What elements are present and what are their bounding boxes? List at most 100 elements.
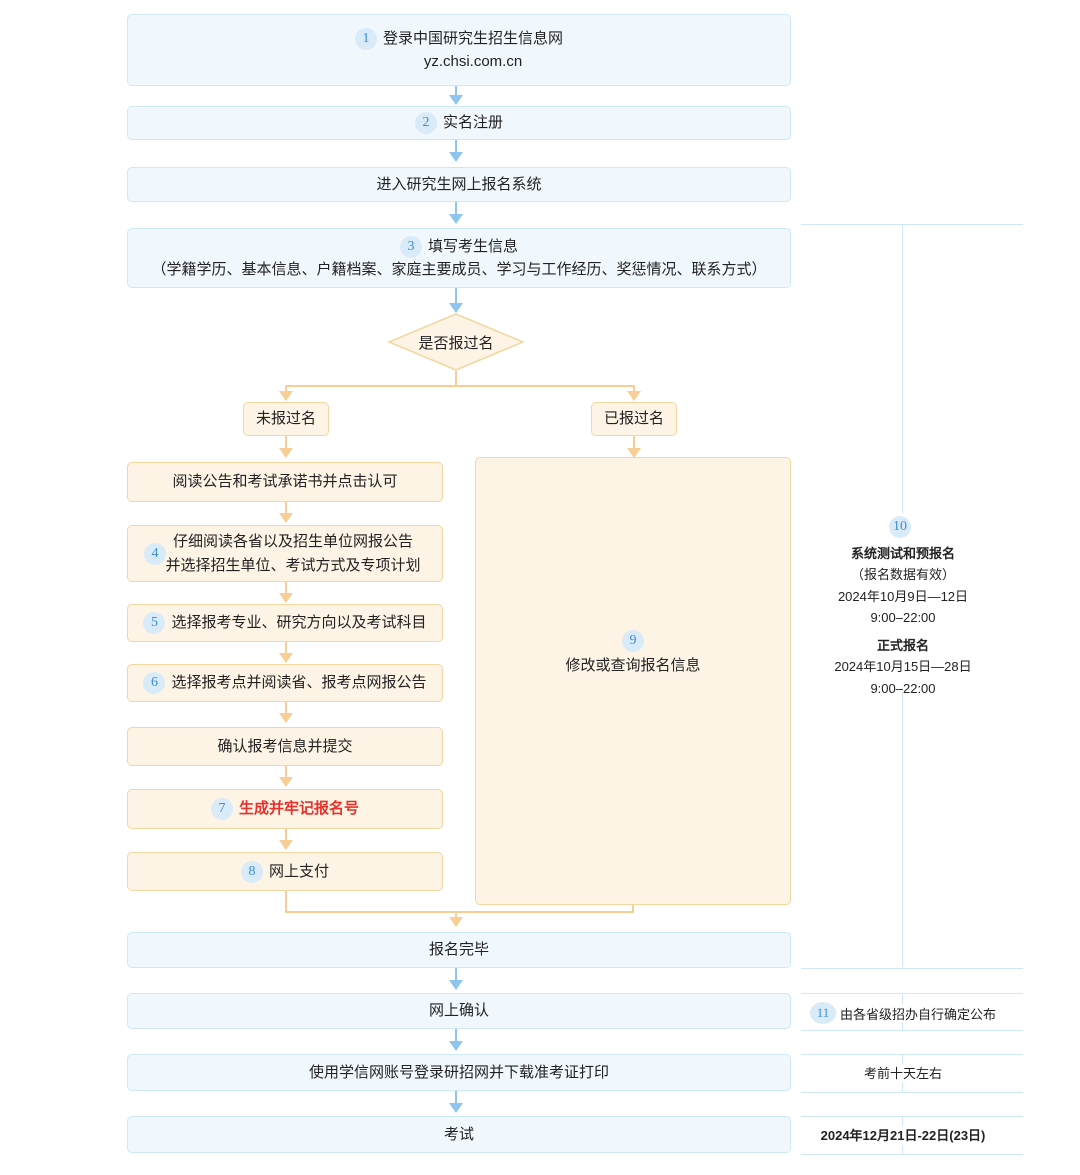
node-decision-label: 是否报过名	[418, 334, 494, 352]
node-step-5-content: 5 选择报考专业、研究方向以及考试科目	[133, 611, 436, 635]
connector-step5-step6	[285, 642, 287, 655]
node-step-5-label: 选择报考专业、研究方向以及考试科目	[171, 614, 427, 632]
node-step-4-line1: 仔细阅读各省以及招生单位网报公告	[172, 533, 413, 551]
badge-6: 6	[143, 672, 166, 695]
connector-step8-merge	[285, 891, 287, 913]
node-step-2-content: 2 实名注册	[405, 111, 513, 135]
connector-done-confirm	[455, 968, 457, 983]
node-enter-system-label: 进入研究生网上报名系统	[376, 175, 542, 193]
schedule-ticket-note: 考前十天左右	[792, 1063, 1014, 1082]
node-step-6[interactable]: 6 选择报考点并阅读省、报考点网报公告	[127, 664, 443, 702]
panel-divider-exam-bottom	[801, 1154, 1023, 1155]
panel-vline-exam	[902, 1117, 903, 1126]
badge-4: 4	[144, 543, 166, 565]
badge-9: 9	[621, 630, 644, 653]
node-enter-system[interactable]: 进入研究生网上报名系统	[127, 167, 791, 202]
connector-1-2	[455, 86, 457, 97]
badge-7: 7	[210, 798, 233, 821]
panel-divider-ticket-top	[801, 1054, 1023, 1055]
node-registration-done[interactable]: 报名完毕	[127, 932, 791, 968]
panel-vline-exam-2	[902, 1145, 903, 1154]
arrow-4-decision	[449, 303, 463, 313]
node-step-1-line1: 登录中国研究生招生信息网	[382, 29, 563, 47]
node-read-notice[interactable]: 阅读公告和考试承诺书并点击认可	[127, 462, 443, 502]
connector-left-label-down	[285, 436, 287, 450]
connector-confirm-ticket	[455, 1029, 457, 1044]
arrow-3-4	[449, 214, 463, 224]
node-branch-left-label[interactable]: 未报过名	[243, 402, 329, 436]
connector-decision-right-down	[633, 385, 635, 395]
badge-2: 2	[414, 112, 437, 135]
connector-4-decision	[455, 288, 457, 306]
badge-10: 10	[889, 516, 911, 538]
node-branch-right-label[interactable]: 已报过名	[591, 402, 677, 436]
arrow-decision-left	[279, 391, 293, 401]
connector-right-label-down	[633, 436, 635, 450]
diamond-shape	[388, 313, 524, 371]
badge-5: 5	[143, 612, 166, 635]
node-registration-done-label: 报名完毕	[428, 941, 489, 959]
arrow-confirm-ticket	[449, 1041, 463, 1051]
node-step-4[interactable]: 4 仔细阅读各省以及招生单位网报公告 并选择招生单位、考试方式及专项计划	[127, 525, 443, 582]
panel-divider-confirm-top	[801, 993, 1023, 994]
node-download-ticket[interactable]: 使用学信网账号登录研招网并下载准考证打印	[127, 1054, 791, 1091]
node-exam-label: 考试	[443, 1125, 474, 1143]
arrow-readnotice-step4	[279, 513, 293, 523]
node-step-2-label: 实名注册	[442, 114, 503, 132]
arrow-1-2	[449, 95, 463, 105]
connector-3-4	[455, 202, 457, 216]
node-read-notice-label: 阅读公告和考试承诺书并点击认可	[172, 473, 398, 491]
panel-vline-ticket-2	[902, 1083, 903, 1092]
panel-divider-ticket-bottom	[801, 1092, 1023, 1093]
panel-vline-confirm-2	[902, 1022, 903, 1030]
panel-vline-upper	[902, 225, 903, 513]
branch-left-label-text: 未报过名	[255, 410, 316, 428]
connector-merge-down	[455, 911, 457, 921]
node-step-8[interactable]: 8 网上支付	[127, 852, 443, 891]
panel-vline-lower	[902, 692, 903, 967]
node-step-5[interactable]: 5 选择报考专业、研究方向以及考试科目	[127, 604, 443, 642]
schedule-title-1: 系统测试和预报名	[850, 546, 955, 561]
schedule-time-2: 9:00–22:00	[870, 680, 936, 696]
node-download-ticket-label: 使用学信网账号登录研招网并下载准考证打印	[308, 1063, 609, 1081]
node-step-8-label: 网上支付	[268, 862, 329, 880]
arrow-done-confirm	[449, 980, 463, 990]
panel-divider-confirm-bottom	[801, 1030, 1023, 1031]
node-step-9-label: 修改或查询报名信息	[565, 657, 701, 675]
arrow-left-label-down	[279, 448, 293, 458]
connector-decision-horizontal	[285, 385, 635, 387]
node-decision[interactable]: 是否报过名	[388, 313, 524, 371]
schedule-sub-1: （报名数据有效）	[850, 567, 955, 583]
arrow-ticket-exam	[449, 1103, 463, 1113]
node-step-6-content: 6 选择报考点并阅读省、报考点网报公告	[133, 671, 436, 695]
node-online-confirm[interactable]: 网上确认	[127, 993, 791, 1029]
badge-8: 8	[240, 860, 263, 883]
arrow-step7-step8	[279, 840, 293, 850]
node-step-3-line1: 填写考生信息	[427, 237, 518, 255]
connector-step7-step8	[285, 829, 287, 842]
badge-11: 11	[809, 1002, 836, 1024]
panel-divider-exam-top	[801, 1116, 1023, 1117]
arrow-confirm-step7	[279, 777, 293, 787]
node-confirm-submit[interactable]: 确认报考信息并提交	[127, 727, 443, 766]
node-step-3-line2: （学籍学历、基本信息、户籍档案、家庭主要成员、学习与工作经历、奖惩情况、联系方式…	[151, 261, 767, 278]
schedule-step-10-note: 系统测试和预报名 （报名数据有效） 2024年10月9日—12日 9:00–22…	[792, 543, 1014, 699]
node-step-9[interactable]: 9 修改或查询报名信息	[475, 457, 791, 905]
panel-vline-ticket	[902, 1055, 903, 1064]
arrow-decision-right	[627, 391, 641, 401]
node-step-6-label: 选择报考点并阅读省、报考点网报公告	[171, 674, 427, 692]
node-online-confirm-label: 网上确认	[428, 1002, 489, 1020]
node-step-2[interactable]: 2 实名注册	[127, 106, 791, 140]
node-step-9-content: 9 修改或查询报名信息	[555, 629, 710, 678]
panel-divider-top	[801, 224, 1023, 225]
connector-confirm-step7	[285, 766, 287, 779]
panel-divider-done	[801, 968, 1023, 969]
schedule-date-1: 2024年10月9日—12日	[837, 588, 969, 604]
node-exam[interactable]: 考试	[127, 1116, 791, 1153]
